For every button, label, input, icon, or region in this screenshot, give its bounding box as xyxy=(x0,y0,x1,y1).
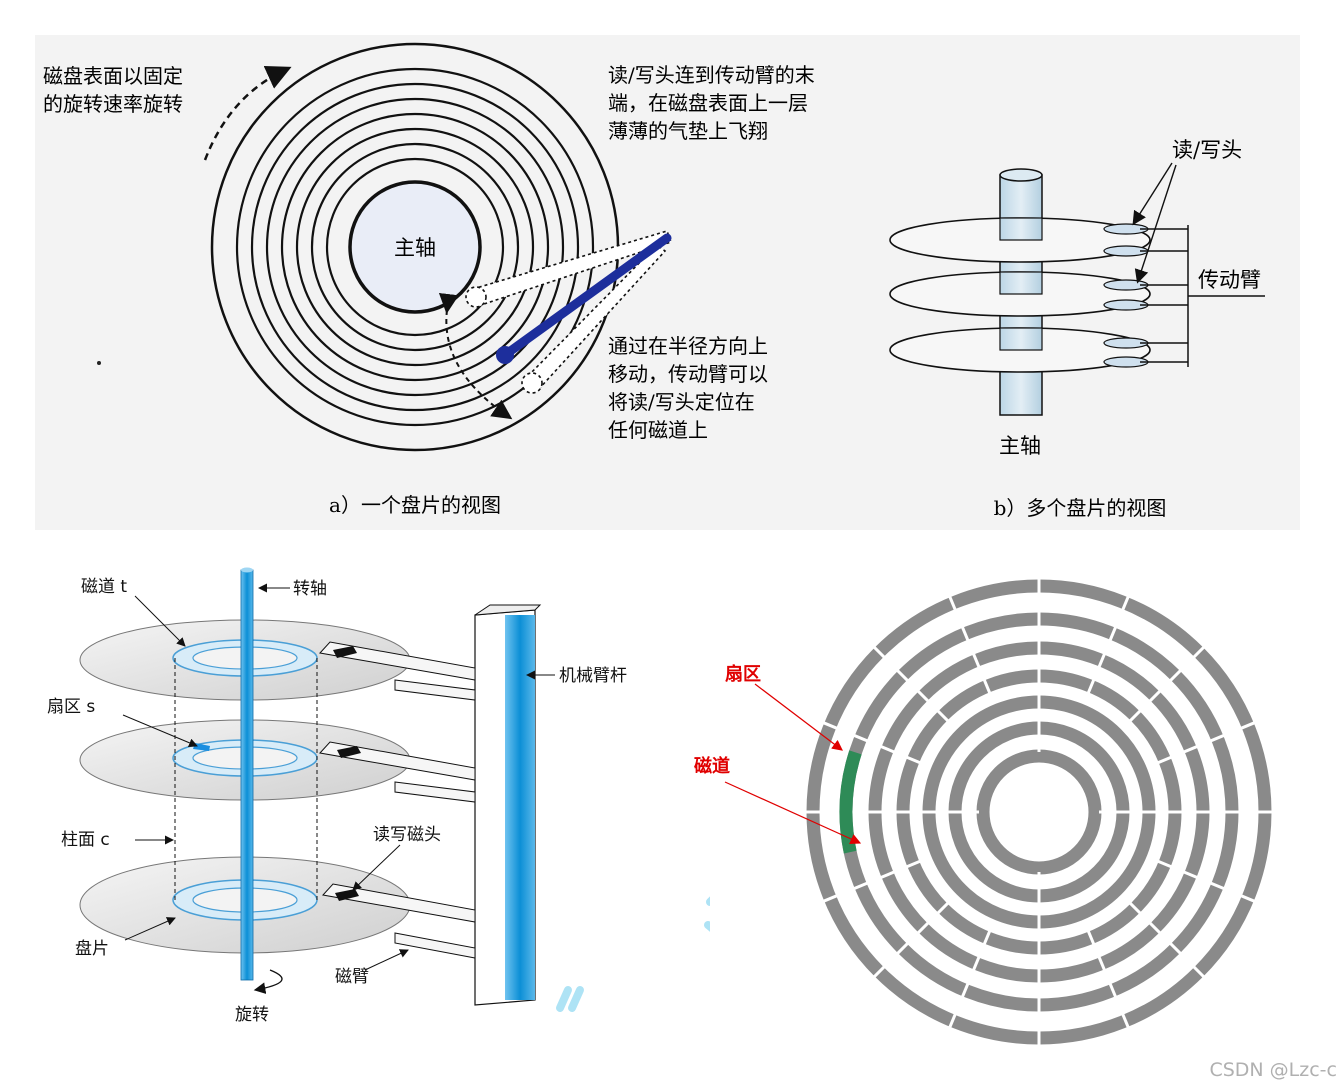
arm-assembly-label: 机械臂杆 xyxy=(559,666,627,686)
spindle-label: 主轴 xyxy=(999,434,1041,458)
sector-pointer xyxy=(754,683,843,751)
head-label: 读写磁头 xyxy=(373,825,441,845)
sector-divider xyxy=(947,920,996,1030)
note-rotation: 磁盘表面以固定 的旋转速率旋转 xyxy=(43,64,189,116)
radial-move-arrow xyxy=(438,292,513,420)
track-ring xyxy=(976,749,1102,875)
platter xyxy=(210,42,620,452)
spindle-hub xyxy=(348,180,482,314)
caption-b: b）多个盘片的视图 xyxy=(994,496,1167,520)
cylinder-outline xyxy=(174,658,318,900)
panel-disk-geometry: 磁道 t 转轴 机械臂杆 扇区 s 柱面 c 读写磁头 盘片 磁臂 旋转 xyxy=(35,550,655,1050)
sector-divider xyxy=(1121,644,1207,730)
sector-label: 扇区 xyxy=(725,663,761,685)
watermark: CSDN @Lzc-c xyxy=(1209,1059,1337,1081)
tracks-sectors-diagram: 扇区 磁道 xyxy=(694,577,1274,1047)
sector-dividers xyxy=(804,577,1274,1047)
spindle-label: 转轴 xyxy=(293,579,327,599)
read-write-heads xyxy=(333,646,361,901)
rotation-arrow xyxy=(203,65,292,161)
actuator-column xyxy=(474,604,542,1006)
sector-divider xyxy=(821,720,931,769)
sector-pointer xyxy=(122,714,198,748)
single-platter-diagram: 主轴 磁盘表面以固定 的旋转速率旋转 读/写头连到传动臂的末 端，在磁盘表面上一… xyxy=(43,42,821,517)
sector-divider xyxy=(1082,594,1131,704)
sector-divider xyxy=(1147,720,1257,769)
track-label: 磁道 xyxy=(694,755,730,777)
panel-tracks-sectors: 扇区 磁道 xyxy=(680,550,1341,1087)
arm-label: 传动臂 xyxy=(1198,268,1261,292)
disk-geometry-diagram: 磁道 t 转轴 机械臂杆 扇区 s 柱面 c 读写磁头 盘片 磁臂 旋转 xyxy=(47,567,627,1025)
caption-a: a）一个盘片的视图 xyxy=(329,493,501,517)
actuator-arm xyxy=(500,233,672,360)
sector-divider xyxy=(1082,920,1131,1030)
sector-highlight xyxy=(839,750,862,854)
head-pointer xyxy=(1132,162,1173,226)
track-label: 磁道 t xyxy=(81,577,127,597)
cylinder-label: 柱面 c xyxy=(61,830,110,850)
head-pointer xyxy=(1134,164,1177,284)
note-head: 读/写头连到传动臂的末 端，在磁盘表面上一层 薄薄的气垫上飞翔 xyxy=(608,63,821,143)
decorative-marks xyxy=(556,896,710,1012)
note-arm: 通过在半径方向上 移动，传动臂可以 将读/写头定位在 任何磁道上 xyxy=(608,334,774,442)
sector-divider xyxy=(1121,894,1207,980)
sector-divider xyxy=(1147,855,1257,904)
head-label: 读/写头 xyxy=(1172,138,1242,162)
multi-platter-diagram: 读/写头 传动臂 主轴 b）多个盘片的视图 xyxy=(889,138,1265,520)
arm-pointer xyxy=(364,949,409,971)
rotation-label: 旋转 xyxy=(235,1005,269,1025)
track-pointer xyxy=(724,781,862,844)
platter-pointer xyxy=(124,917,176,941)
head-pointer xyxy=(352,844,401,891)
actuator-arm xyxy=(1140,225,1265,367)
rotation-arrow xyxy=(253,969,283,994)
track-pointer xyxy=(134,595,186,647)
sector-divider xyxy=(947,594,996,704)
arm-label: 磁臂 xyxy=(335,967,369,987)
spindle xyxy=(240,569,254,981)
panel-multi-platter: 读/写头 传动臂 主轴 b）多个盘片的视图 xyxy=(870,35,1300,530)
sector-label: 扇区 s xyxy=(47,697,95,717)
panel-single-platter: 主轴 磁盘表面以固定 的旋转速率旋转 读/写头连到传动臂的末 端，在磁盘表面上一… xyxy=(35,35,870,530)
spindle-label: 主轴 xyxy=(394,236,436,260)
platter-label: 盘片 xyxy=(75,939,109,959)
sector-divider xyxy=(871,894,957,980)
sector-divider xyxy=(871,644,957,730)
spindle-segments xyxy=(999,217,1043,351)
stray-dot xyxy=(97,361,101,365)
spindle-top xyxy=(241,567,253,573)
read-write-head xyxy=(496,346,514,364)
sector-divider xyxy=(821,855,931,904)
